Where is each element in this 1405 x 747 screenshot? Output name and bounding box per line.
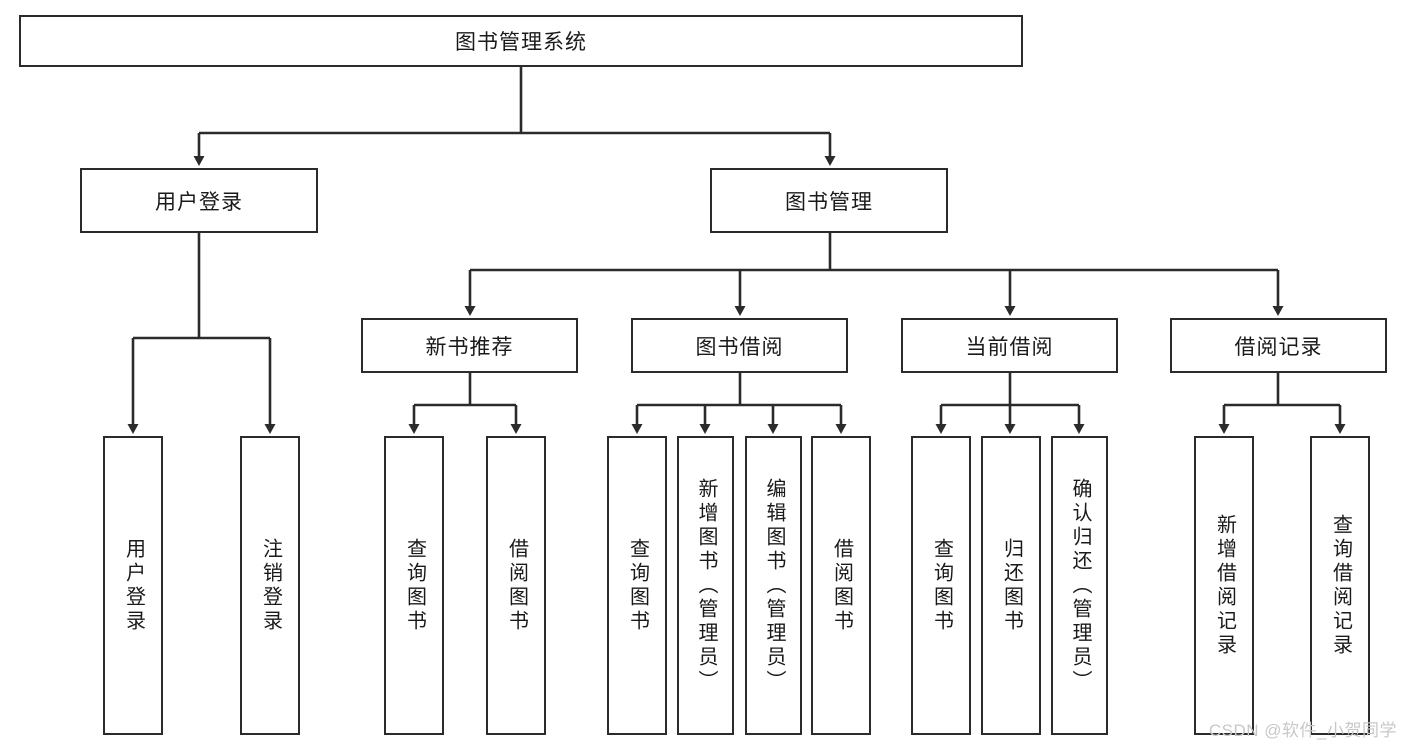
node-leaf-query-book-1-label: 查询图书	[403, 537, 426, 634]
node-leaf-add-book-label: 新增图书（管理员）	[695, 477, 717, 694]
node-leaf-borrow-book-2[interactable]: 借阅图书	[811, 436, 871, 735]
node-book-borrow[interactable]: 图书借阅	[631, 318, 848, 373]
node-leaf-confirm-return[interactable]: 确认归还（管理员）	[1051, 436, 1108, 735]
node-leaf-edit-book[interactable]: 编辑图书（管理员）	[745, 436, 802, 735]
node-leaf-add-record-label: 新增借阅记录	[1213, 513, 1236, 658]
node-new-book-rec[interactable]: 新书推荐	[361, 318, 578, 373]
node-root-label: 图书管理系统	[455, 31, 587, 54]
node-root[interactable]: 图书管理系统	[19, 15, 1023, 67]
node-leaf-user-login[interactable]: 用户登录	[103, 436, 163, 735]
node-leaf-borrow-book-1-label: 借阅图书	[505, 537, 528, 634]
node-leaf-add-book[interactable]: 新增图书（管理员）	[677, 436, 734, 735]
node-leaf-user-login-label: 用户登录	[122, 537, 145, 634]
node-leaf-query-book-2[interactable]: 查询图书	[607, 436, 667, 735]
node-leaf-confirm-return-label: 确认归还（管理员）	[1069, 477, 1091, 694]
node-leaf-return-book-label: 归还图书	[1000, 537, 1023, 634]
node-borrow-record[interactable]: 借阅记录	[1170, 318, 1387, 373]
node-leaf-borrow-book-1[interactable]: 借阅图书	[486, 436, 546, 735]
node-leaf-logout[interactable]: 注销登录	[240, 436, 300, 735]
node-borrow-record-label: 借阅记录	[1234, 335, 1323, 359]
node-leaf-query-book-2-label: 查询图书	[626, 537, 649, 634]
node-leaf-logout-label: 注销登录	[259, 537, 282, 634]
node-leaf-query-book-3-label: 查询图书	[930, 537, 953, 634]
node-user-login[interactable]: 用户登录	[80, 168, 318, 233]
node-leaf-borrow-book-2-label: 借阅图书	[830, 537, 853, 634]
node-book-borrow-label: 图书借阅	[695, 335, 784, 359]
node-leaf-query-record-label: 查询借阅记录	[1329, 513, 1352, 658]
node-leaf-return-book[interactable]: 归还图书	[981, 436, 1041, 735]
node-book-manage-label: 图书管理	[785, 190, 873, 214]
node-current-borrow-label: 当前借阅	[965, 335, 1054, 359]
node-new-book-rec-label: 新书推荐	[425, 335, 514, 359]
node-user-login-label: 用户登录	[155, 190, 243, 214]
csdn-watermark: CSDN @软件_小贺同学	[1208, 721, 1397, 740]
node-current-borrow[interactable]: 当前借阅	[901, 318, 1118, 373]
node-leaf-query-record[interactable]: 查询借阅记录	[1310, 436, 1370, 735]
node-leaf-query-book-3[interactable]: 查询图书	[911, 436, 971, 735]
node-book-manage[interactable]: 图书管理	[710, 168, 948, 233]
node-leaf-query-book-1[interactable]: 查询图书	[384, 436, 444, 735]
node-leaf-add-record[interactable]: 新增借阅记录	[1194, 436, 1254, 735]
node-leaf-edit-book-label: 编辑图书（管理员）	[763, 477, 785, 694]
